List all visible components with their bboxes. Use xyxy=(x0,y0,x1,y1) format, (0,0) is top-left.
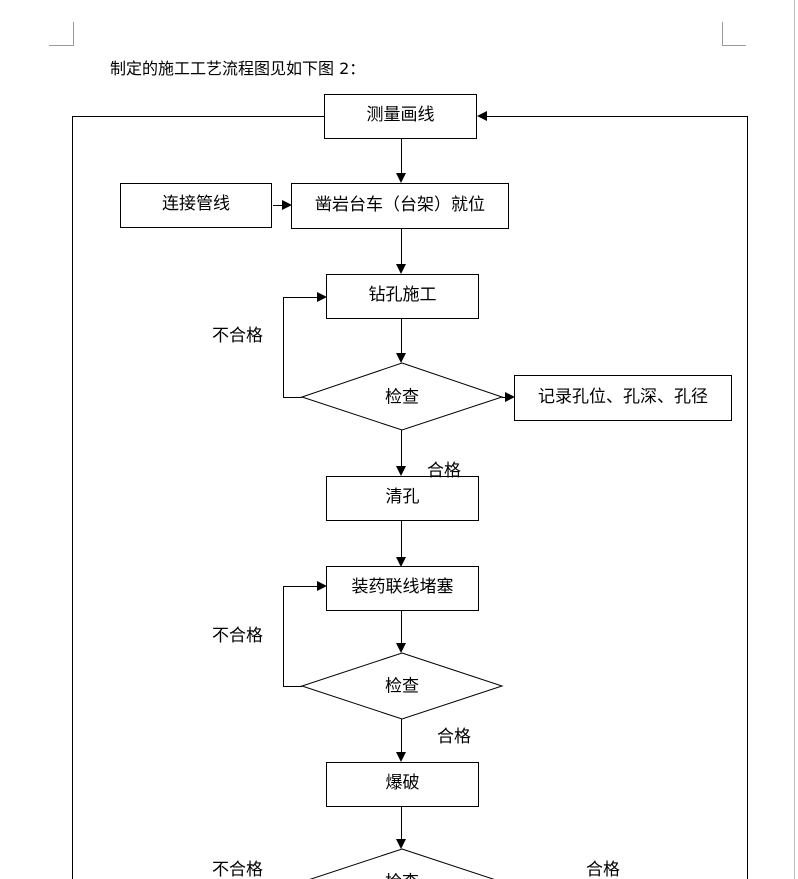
connector-connect-to-rig xyxy=(273,205,282,206)
loop-line-top-right xyxy=(486,116,748,117)
connector-clean-to-charge xyxy=(401,520,402,557)
connector-rig-to-drilling xyxy=(401,228,402,264)
fail-loop1-arrowhead xyxy=(317,292,327,302)
margin-mark-top-left-v xyxy=(73,22,74,46)
arrowhead-into-charge xyxy=(396,557,406,567)
check3-diamond xyxy=(309,848,495,879)
margin-mark-top-left-h xyxy=(49,45,73,46)
margin-mark-top-right-v xyxy=(722,22,723,46)
loop-line-right xyxy=(747,116,748,879)
arrowhead-into-rig xyxy=(396,173,406,183)
connector-blast-to-check3 xyxy=(401,806,402,839)
connector-check2-to-blast xyxy=(401,719,402,752)
record-box: 记录孔位、孔深、孔径 xyxy=(514,375,732,421)
connector-drilling-to-check1 xyxy=(401,318,402,353)
arrowhead-into-check2 xyxy=(396,643,406,653)
fail-loop1-top xyxy=(283,297,317,298)
measure-step-box: 测量画线 xyxy=(324,94,477,139)
fail-loop1-vertical xyxy=(283,297,284,398)
margin-mark-top-right-h xyxy=(722,45,746,46)
fail-loop2-vertical xyxy=(283,586,284,687)
arrowhead-into-check1 xyxy=(396,353,406,363)
drilling-box: 钻孔施工 xyxy=(326,274,479,319)
fail-label-1: 不合格 xyxy=(212,326,263,346)
connector-check1-to-record xyxy=(502,397,505,398)
check2-diamond xyxy=(300,652,504,720)
arrowhead-into-record xyxy=(505,392,515,402)
arrowhead-connect-to-rig xyxy=(282,200,292,210)
arrowhead-into-check3 xyxy=(396,839,406,849)
fail-loop2-arrowhead xyxy=(317,581,327,591)
blast-box: 爆破 xyxy=(326,762,479,807)
pass-label-2: 合格 xyxy=(437,727,471,747)
charge-box: 装药联线堵塞 xyxy=(326,566,479,611)
connector-measure-to-rig xyxy=(401,138,402,173)
connector-charge-to-check2 xyxy=(401,610,402,643)
intro-paragraph: 制定的施工工艺流程图见如下图 2： xyxy=(110,59,366,78)
fail-loop2-bottom xyxy=(283,686,302,687)
loop-line-top-left xyxy=(72,116,325,117)
pass-label-3: 合格 xyxy=(586,860,620,879)
fail-loop2-top xyxy=(283,586,317,587)
arrowhead-into-clean xyxy=(396,466,406,476)
drill-rig-box: 凿岩台车（台架）就位 xyxy=(291,183,509,229)
connector-check1-to-clean xyxy=(401,430,402,466)
check1-label: 检查 xyxy=(385,387,419,408)
connect-pipeline-box: 连接管线 xyxy=(120,183,272,228)
check1-diamond xyxy=(300,362,504,431)
fail-loop1-bottom xyxy=(283,397,302,398)
fail-label-3: 不合格 xyxy=(212,860,263,879)
page-right-edge xyxy=(794,0,795,879)
check2-label: 检查 xyxy=(385,676,419,697)
fail-label-2: 不合格 xyxy=(212,626,263,646)
check3-label: 检查 xyxy=(385,868,419,879)
loop-line-left xyxy=(72,116,73,879)
clean-hole-box: 清孔 xyxy=(326,476,479,521)
arrowhead-into-blast xyxy=(396,752,406,762)
pass-label-1: 合格 xyxy=(427,461,461,481)
arrowhead-into-drilling xyxy=(396,264,406,274)
loop-arrowhead-into-measure xyxy=(477,111,487,121)
